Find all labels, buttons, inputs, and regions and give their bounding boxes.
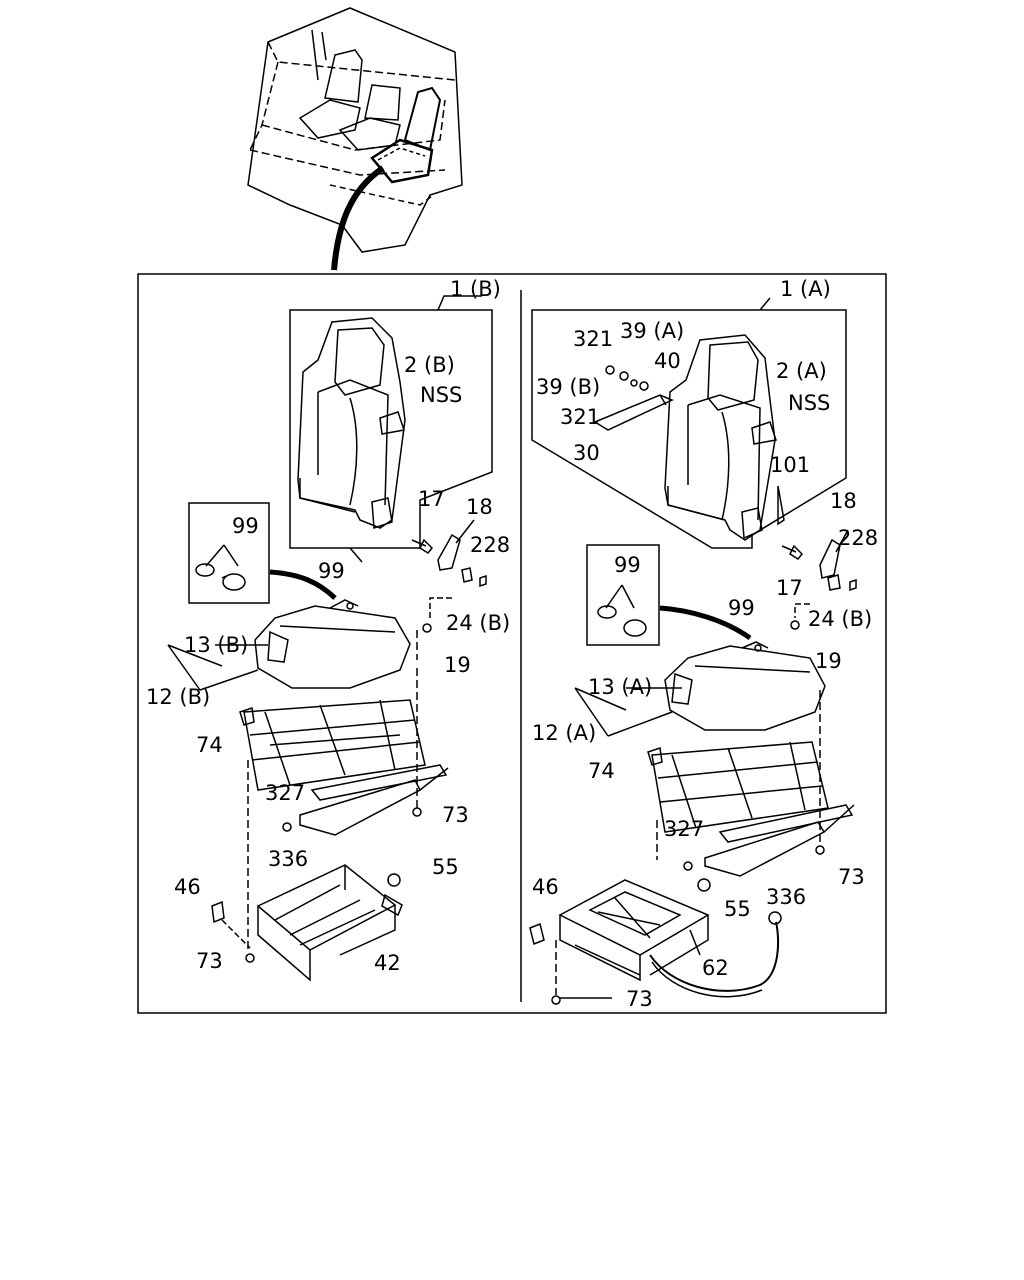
callout-18-a: 18 [830,489,857,513]
callout-55-a: 55 [724,897,751,921]
callout-336-a: 336 [766,885,806,909]
callout-39a-a: 39 (A) [620,319,684,343]
callout-17-b: 17 [418,487,445,511]
callout-18-b: 18 [466,495,493,519]
callout-46-b: 46 [174,875,201,899]
callout-42-b: 42 [374,951,401,975]
callout-nss-b: NSS [420,383,462,407]
callout-73-top-b: 73 [442,803,469,827]
callout-73-bottom-a: 73 [626,987,653,1011]
callout-24-b: 24 (B) [446,611,510,635]
detail-arrow-b [269,569,337,600]
callout-99-b: 99 [318,559,345,583]
callout-17-a: 17 [776,576,803,600]
callout-74-a: 74 [588,759,615,783]
panel-a [529,297,857,1005]
callout-99-box-b: 99 [232,514,259,538]
cab-overview-illustration [247,7,463,253]
callout-99-a: 99 [728,596,755,620]
callout-74-b: 74 [196,733,223,757]
callout-101-a: 101 [770,453,810,477]
panel-b [167,295,493,982]
callout-46-a: 46 [532,875,559,899]
callout-228-b: 228 [470,533,510,557]
diagram-frame [137,273,887,1014]
callout-336-b: 336 [268,847,308,871]
callout-30-a: 30 [573,441,600,465]
callout-321-top-a: 321 [573,327,613,351]
callouts-panel-b: 1 (B) 2 (B) NSS 17 18 228 24 (B) 19 99 9… [146,277,510,975]
callout-nss-a: NSS [788,391,830,415]
callout-seatback-a: 2 (A) [776,359,827,383]
callouts-panel-a: 1 (A) 321 39 (A) 40 39 (B) 321 30 2 (A) … [532,277,878,1011]
callout-19-b: 19 [444,653,471,677]
callout-40-a: 40 [654,349,681,373]
leader-arrow [331,165,385,271]
callout-73-bottom-b: 73 [196,949,223,973]
callout-assembly-b: 1 (B) [450,277,501,301]
callout-321-bottom-a: 321 [560,405,600,429]
callout-13-a: 13 (A) [588,675,652,699]
callout-24-a: 24 (B) [808,607,872,631]
callout-327-b: 327 [265,781,305,805]
callout-19-a: 19 [815,649,842,673]
callout-assembly-a: 1 (A) [780,277,831,301]
callout-55-b: 55 [432,855,459,879]
callout-12-b: 12 (B) [146,685,210,709]
callout-228-a: 228 [838,526,878,550]
callout-99-box-a: 99 [614,553,641,577]
callout-39b-a: 39 (B) [536,375,600,399]
callout-327-a: 327 [664,817,704,841]
callout-62-a: 62 [702,956,729,980]
callout-73-top-a: 73 [838,865,865,889]
callout-12-a: 12 (A) [532,721,596,745]
callout-13-b: 13 (B) [184,633,248,657]
callout-seatback-b: 2 (B) [404,353,455,377]
detail-arrow-a [659,605,752,641]
